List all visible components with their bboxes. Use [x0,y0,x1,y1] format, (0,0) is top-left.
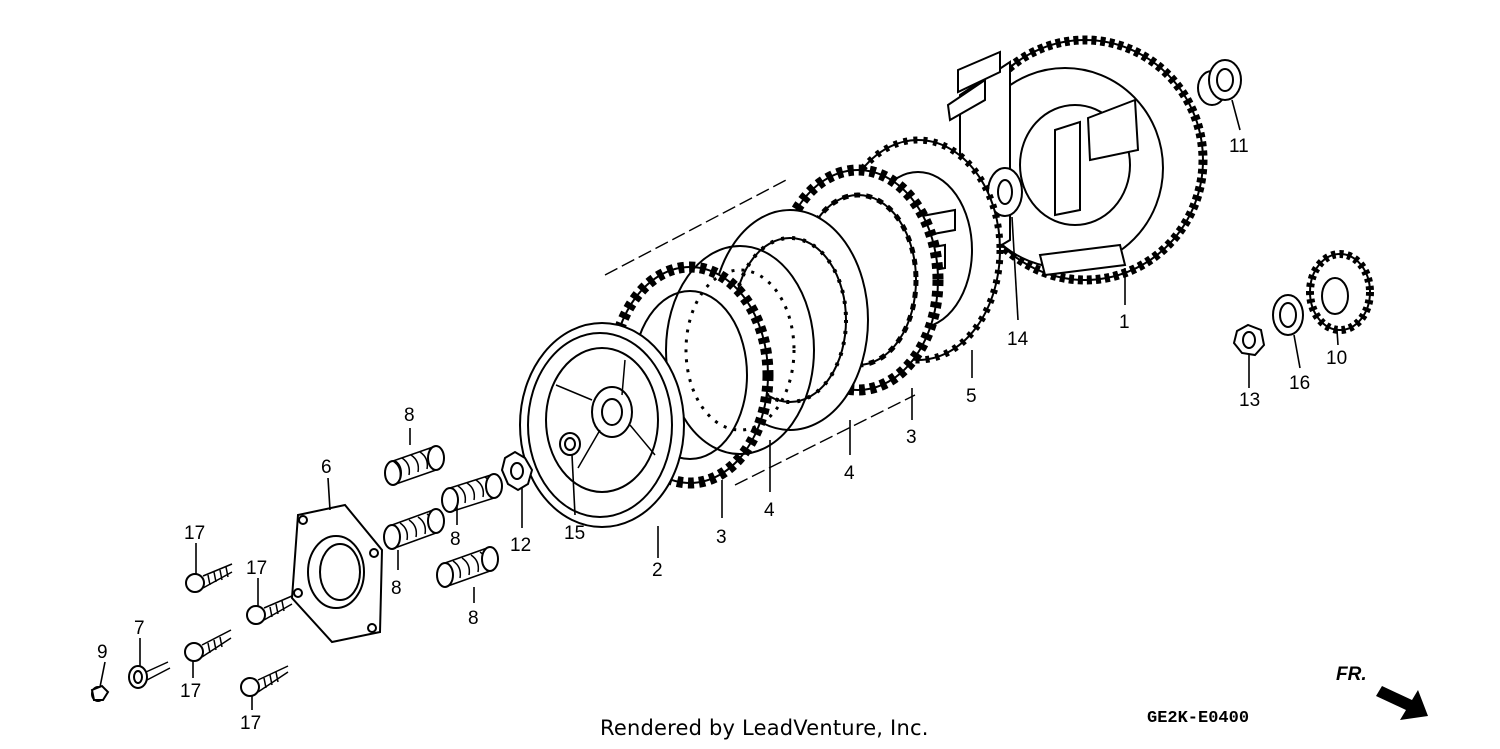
part-bolt-17-c [184,629,232,662]
part-bolt-17-b [246,595,293,625]
part-pin-9 [90,684,110,702]
callout-4-left: 4 [764,500,775,521]
part-pressure-plate [519,322,685,528]
callout-8-bottom: 8 [468,608,479,629]
callout-1: 1 [1119,312,1130,333]
callout-17-lower: 17 [180,681,201,702]
part-lifter-plate [290,503,384,644]
callout-16: 16 [1289,373,1310,394]
callout-17-top: 17 [184,523,205,544]
part-nut-13 [1232,323,1266,357]
part-clutch-spring-left [383,508,445,550]
callout-7: 7 [134,618,145,639]
callout-3-right: 3 [906,427,917,448]
callout-8-mid: 8 [450,529,461,550]
part-lifter-piece [500,450,534,492]
callout-5: 5 [966,386,977,407]
callout-13: 13 [1239,390,1260,411]
callout-12: 12 [510,535,531,556]
callout-9: 9 [97,642,108,663]
part-clutch-spring-mid [441,473,503,513]
part-gear-10 [1306,250,1374,334]
part-bolt-17-d [240,665,289,697]
part-clutch-spring-bottom [436,546,499,588]
callout-2: 2 [652,560,663,581]
front-indicator-text: FR. [1336,664,1367,685]
front-indicator-label: FR. [1336,664,1367,686]
front-arrow-icon [1376,686,1428,720]
callout-15: 15 [564,523,585,544]
callout-8-top: 8 [404,405,415,426]
part-clutch-plate-left [665,245,815,455]
callout-3-left: 3 [716,527,727,548]
diagram-code: GE2K-E0400 [1147,709,1250,728]
part-lifter-rod-7 [128,661,171,689]
callout-11: 11 [1229,136,1249,157]
part-bolt-17-a [185,563,233,593]
callout-4-right: 4 [844,463,855,484]
leader-lines [99,99,1339,710]
part-clutch-spring-top [384,445,445,486]
callout-10: 10 [1326,348,1347,369]
assembly-envelope-lines [604,177,916,486]
callout-8-left: 8 [391,578,402,599]
callout-17-bottom: 17 [240,713,261,734]
callout-17-mid: 17 [246,558,267,579]
part-washer-16 [1272,294,1304,336]
render-credit: Rendered by LeadVenture, Inc. [600,716,929,740]
callout-14: 14 [1007,329,1029,350]
callout-6: 6 [321,457,332,478]
part-clutch-outer [946,35,1208,285]
